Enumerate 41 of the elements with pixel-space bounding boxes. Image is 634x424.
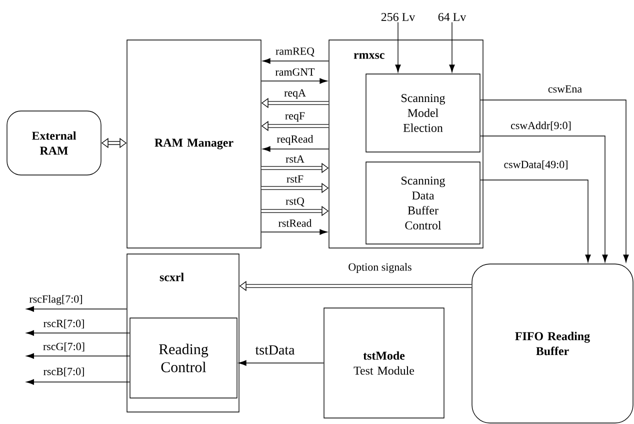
edge-label: rscFlag[7:0] xyxy=(28,294,84,306)
submodule-box: Scanning Data Buffer Control xyxy=(366,162,480,244)
edge-label: rstQ xyxy=(285,197,305,208)
signal-arrow xyxy=(26,353,130,359)
signal-arrow xyxy=(26,379,130,385)
edge-label: Option signals xyxy=(348,262,412,274)
edge-label: rstA xyxy=(285,154,305,164)
edge-label: rscR[7:0] xyxy=(42,318,86,330)
input-label: 64 Lv xyxy=(438,12,466,22)
signal-arrow xyxy=(480,136,608,262)
edge-label: rstRead xyxy=(278,218,312,228)
edge-label: rscG[7:0] xyxy=(42,342,86,352)
edge-label: rscB[7:0] xyxy=(42,366,86,378)
signal-arrow xyxy=(238,360,324,366)
edge-label: ramREQ xyxy=(275,47,315,58)
edge-label: reqF xyxy=(284,112,306,122)
edge-label: cswData[49:0] xyxy=(503,160,569,170)
edge-label: rstF xyxy=(286,174,304,184)
module-box: RAM Manager xyxy=(126,40,262,248)
edge-label: ramGNT xyxy=(274,68,316,76)
edge-label: cswAddr[9:0] xyxy=(510,120,572,132)
input-label: 256 Lv xyxy=(381,12,416,22)
edge-label: tstData xyxy=(254,344,296,356)
signal-arrow xyxy=(26,306,127,312)
submodule-box: Reading Control xyxy=(130,318,238,398)
signal-arrow xyxy=(262,146,329,152)
signal-arrow xyxy=(480,180,591,262)
submodule-box: Scanning Model Election xyxy=(366,74,480,152)
memory-box: External RAM xyxy=(6,110,102,176)
signal-arrow xyxy=(449,22,455,72)
signal-arrow xyxy=(26,330,130,336)
edge-label: reqRead xyxy=(276,134,314,146)
edge-label: cswEna xyxy=(547,84,583,94)
signal-arrow xyxy=(395,22,401,72)
module-box: tstMode Test Module xyxy=(324,308,444,418)
signal-arrow xyxy=(261,229,328,235)
edge-label: reqA xyxy=(284,88,306,100)
buffer-box: FIFO Reading Buffer xyxy=(472,264,634,424)
signal-arrow xyxy=(261,78,328,84)
signal-arrow xyxy=(480,100,629,262)
signal-arrow xyxy=(262,58,329,64)
